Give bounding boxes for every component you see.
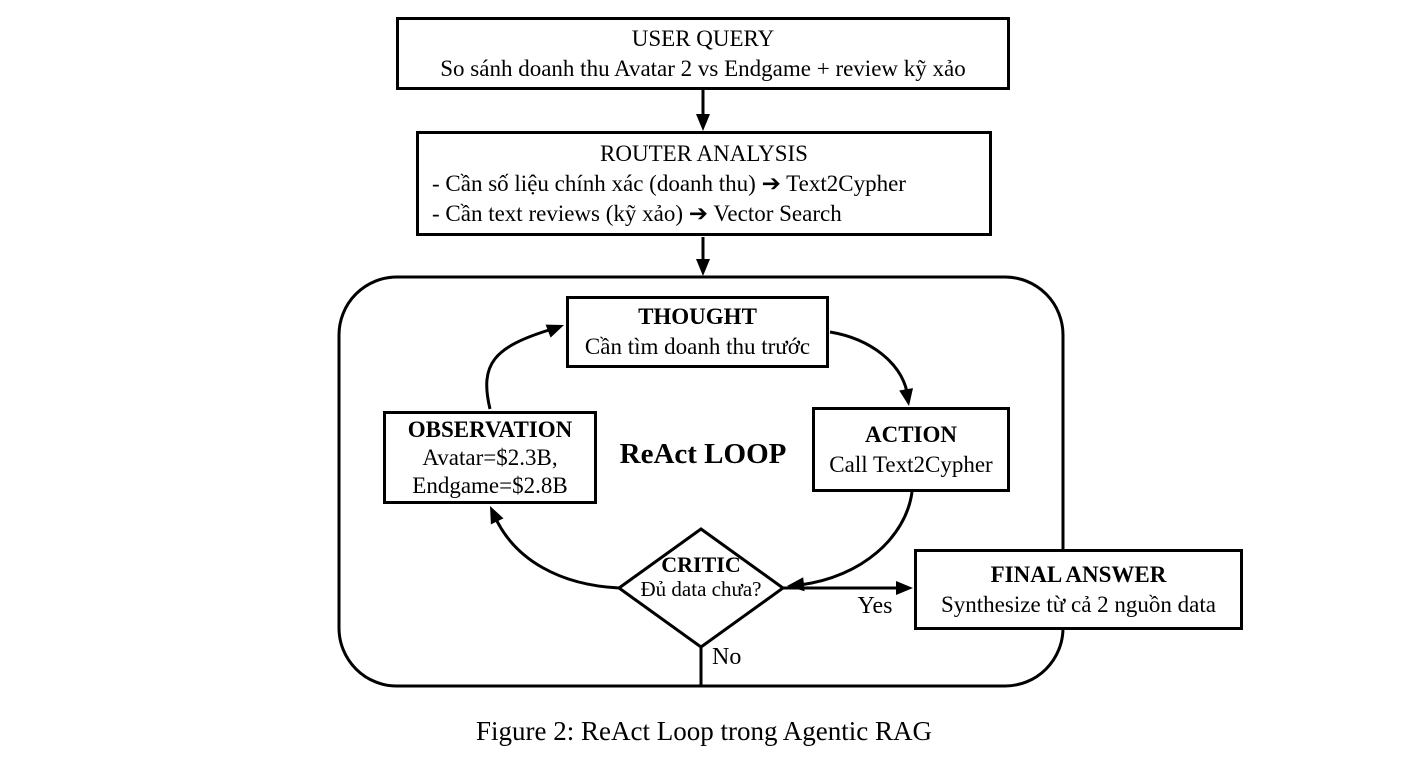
arrowhead-critic-to-final-icon — [896, 581, 913, 595]
arrowhead-userquery-to-router-icon — [696, 114, 710, 131]
arrow-critic-to-observation — [493, 516, 620, 590]
final-answer-box: FINAL ANSWER Synthesize từ cả 2 nguồn da… — [914, 549, 1243, 630]
react-loop-label: ReAct LOOP — [619, 438, 787, 470]
arrowhead-router-to-loop-icon — [696, 259, 710, 276]
observation-box: OBSERVATION Avatar=$2.3B, Endgame=$2.8B — [383, 411, 597, 504]
critic-question: Đủ data chưa? — [640, 577, 762, 601]
observation-title: OBSERVATION — [407, 416, 573, 442]
thought-text: Cần tìm doanh thu trước — [584, 334, 811, 359]
final-answer-text: Synthesize từ cả 2 nguồn data — [941, 591, 1216, 617]
observation-value-avatar: Avatar=$2.3B, — [422, 444, 558, 470]
critic-label: CRITIC Đủ data chưa? — [618, 552, 784, 602]
thought-title: THOUGHT — [638, 304, 757, 329]
critic-diamond — [616, 527, 786, 649]
observation-value-endgame: Endgame=$2.8B — [412, 472, 568, 498]
arrowhead-thought-to-action-icon — [899, 388, 913, 406]
router-analysis-box: ROUTER ANALYSIS - Cần số liệu chính xác … — [416, 131, 992, 236]
user-query-title: USER QUERY — [631, 25, 775, 51]
user-query-box: USER QUERY So sánh doanh thu Avatar 2 vs… — [396, 17, 1010, 90]
no-edge-label: No — [712, 644, 742, 670]
action-title: ACTION — [864, 421, 957, 447]
arrow-observation-to-thought — [485, 328, 550, 410]
router-analysis-title: ROUTER ANALYSIS — [600, 140, 808, 166]
router-rule-vectorsearch: - Cần text reviews (kỹ xảo) ➔ Vector Sea… — [432, 200, 842, 226]
arrow-action-to-critic — [799, 491, 914, 587]
action-text: Call Text2Cypher — [829, 451, 993, 477]
critic-title: CRITIC — [661, 552, 741, 577]
arrowhead-critic-to-observation-icon — [490, 506, 504, 525]
action-box: ACTION Call Text2Cypher — [812, 407, 1010, 492]
arrowhead-observation-to-thought-icon — [545, 324, 564, 338]
user-query-text: So sánh doanh thu Avatar 2 vs Endgame + … — [440, 55, 966, 81]
figure-caption: Figure 2: ReAct Loop trong Agentic RAG — [476, 716, 932, 746]
router-rule-text2cypher: - Cần số liệu chính xác (doanh thu) ➔ Te… — [432, 170, 906, 196]
arrow-thought-to-action — [829, 330, 909, 393]
thought-box: THOUGHT Cần tìm doanh thu trước — [566, 296, 829, 368]
final-answer-title: FINAL ANSWER — [990, 561, 1167, 587]
yes-edge-label: Yes — [857, 593, 893, 619]
